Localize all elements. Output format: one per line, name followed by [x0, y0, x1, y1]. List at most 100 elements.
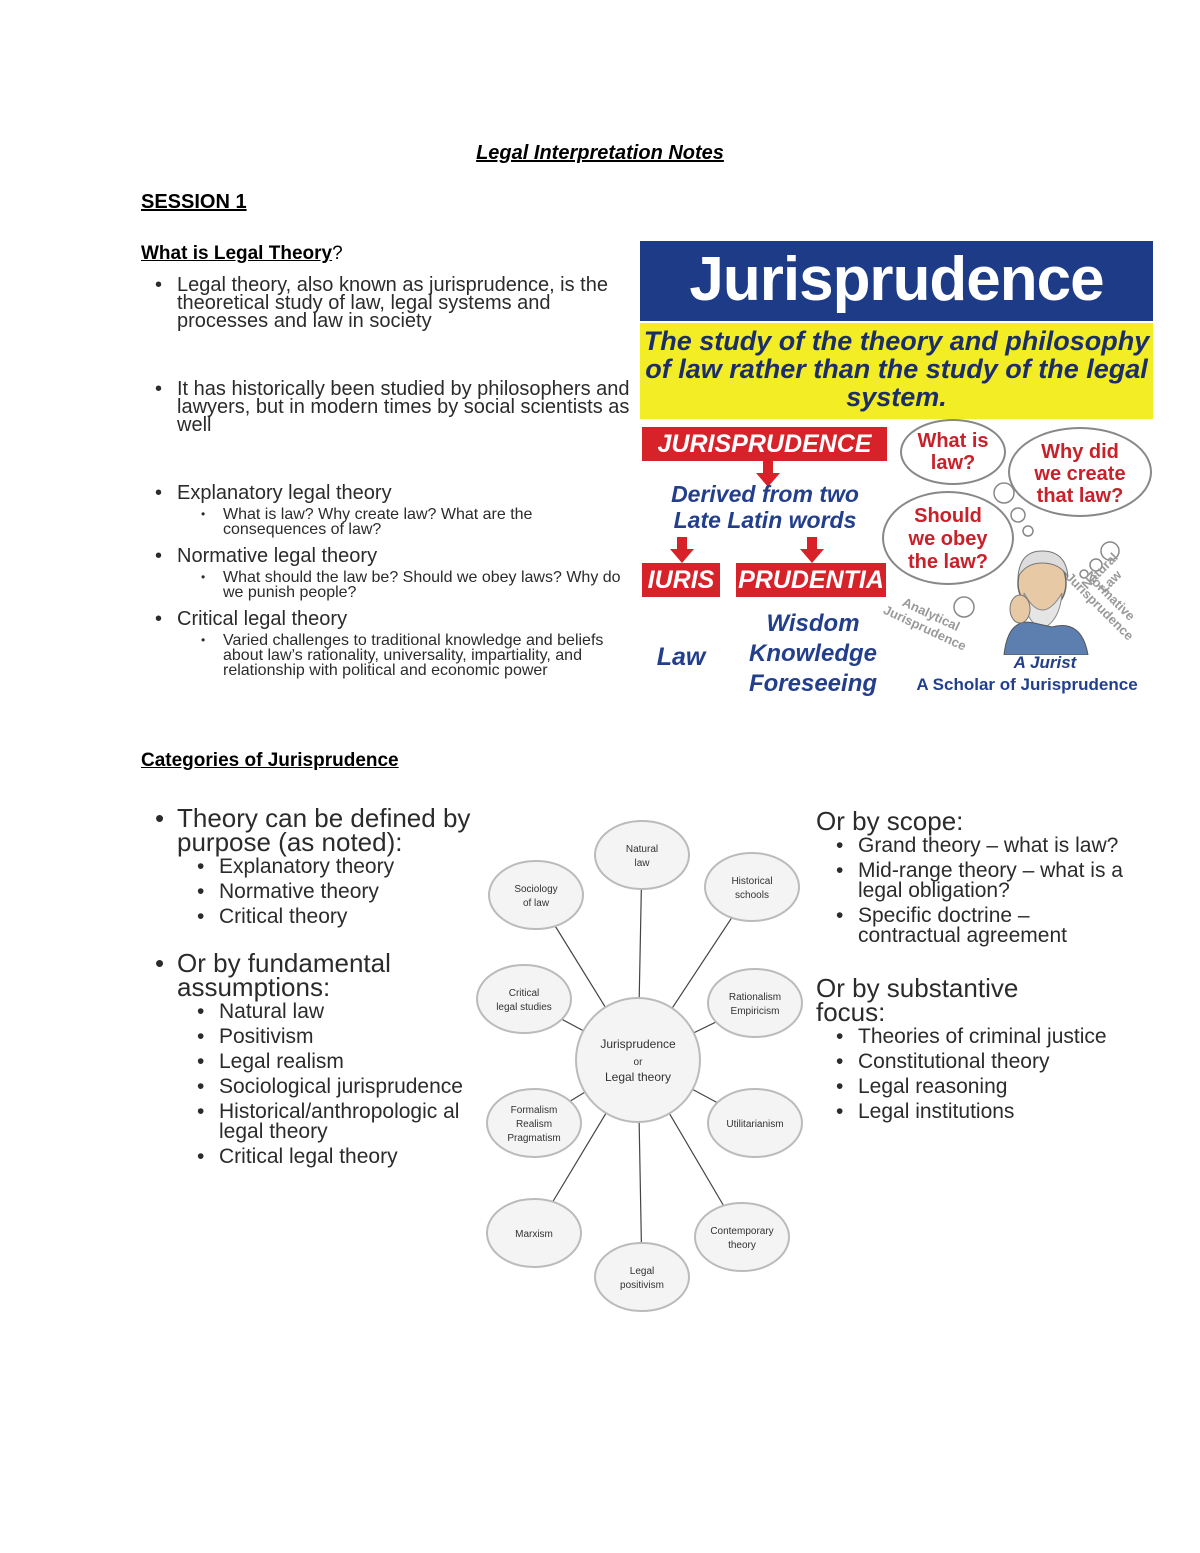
list-item: Or by fundamental assumptions: Natural l…	[155, 948, 485, 1167]
diagram-node-label: theory	[728, 1240, 756, 1251]
sub-list-item: Varied challenges to traditional knowled…	[201, 633, 635, 679]
diagram-node	[488, 860, 584, 930]
list-item: Legal theory, also known as jurisprudenc…	[155, 275, 635, 331]
sub-list-item: Historical/anthropologic al legal theory	[197, 1101, 485, 1142]
diagram-node-label: Empiricism	[731, 1006, 780, 1017]
session-heading: SESSION 1	[141, 191, 247, 213]
center-line-3: Legal theory	[605, 1070, 671, 1084]
categories-right-list: Or by scope: Grand theory – what is law?…	[816, 806, 1136, 1122]
diagram-nodes: NaturallawHistoricalschoolsRationalismEm…	[476, 820, 803, 1312]
thought-bubble-why-create: Why did we create that law?	[1008, 427, 1152, 517]
diagram-node-label: Historical	[731, 876, 772, 887]
legal-theory-heading: What is Legal Theory?	[141, 243, 343, 265]
sub-list-item: Positivism	[197, 1026, 485, 1047]
categories-left-list: Theory can be defined by purpose (as not…	[155, 803, 485, 1167]
diagram-node	[704, 852, 800, 922]
sub-list-item: Natural law	[197, 1001, 485, 1022]
sub-list: Explanatory theory Normative theory Crit…	[177, 856, 485, 927]
center-line-1: Jurisprudence	[600, 1037, 676, 1051]
prudentia-label: PRUDENTIA	[736, 563, 886, 597]
diagram-node-label: Pragmatism	[507, 1133, 560, 1144]
diagram-node-label: Legal	[630, 1266, 654, 1277]
sub-list-item: What should the law be? Should we obey l…	[201, 570, 635, 601]
definition-box	[640, 323, 1153, 419]
law-meaning: Law	[656, 643, 706, 671]
diagram-node-label: Formalism	[511, 1105, 558, 1116]
diagram-node-label: schools	[735, 890, 769, 901]
diagram-node	[707, 968, 803, 1038]
list-item: It has historically been studied by phil…	[155, 378, 635, 436]
diagram-node-label: Marxism	[515, 1229, 553, 1240]
diagram-node	[476, 964, 572, 1034]
diagram-node	[594, 1242, 690, 1312]
infographic-banner-title: Jurisprudence	[689, 245, 1104, 314]
categories-heading: Categories of Jurisprudence	[141, 750, 399, 772]
sub-list: Natural law Positivism Legal realism Soc…	[177, 1001, 485, 1167]
focus-heading: Or by substantive focus:	[816, 973, 1019, 1027]
diagram-node-label: Critical	[509, 988, 540, 999]
jurisprudence-diagram: Jurisprudence or Legal theory Naturallaw…	[476, 820, 803, 1312]
legal-theory-heading-suffix: ?	[332, 243, 343, 264]
diagram-node	[594, 820, 690, 890]
center-line-2: or	[634, 1057, 644, 1068]
document-title: Legal Interpretation Notes	[476, 142, 724, 164]
list-item: Theory can be defined by purpose (as not…	[155, 803, 485, 927]
jurisprudence-infographic: Jurisprudence The study of the theory an…	[640, 241, 1153, 703]
bullet-text: Or by fundamental assumptions:	[177, 948, 391, 1002]
diagram-node-label: Utilitarianism	[726, 1119, 783, 1130]
diagram-node-label: law	[634, 858, 650, 869]
down-arrow-icon	[800, 537, 824, 563]
sub-list-item: Critical legal theory	[197, 1146, 485, 1167]
sub-list-item: Legal reasoning	[836, 1076, 1136, 1097]
sub-list: Varied challenges to traditional knowled…	[177, 633, 635, 679]
down-arrow-icon	[756, 461, 780, 487]
sub-list-item: Sociological jurisprudence	[197, 1076, 485, 1097]
sub-list-item: Legal realism	[197, 1051, 485, 1072]
diagram-node-label: positivism	[620, 1280, 664, 1291]
diagram-center-node	[575, 997, 701, 1123]
list-item: Critical legal theory Varied challenges …	[155, 608, 635, 679]
jurist-description: A Scholar of Jurisprudence	[916, 675, 1138, 694]
sub-list: What is law? Why create law? What are th…	[177, 507, 635, 538]
legal-theory-list: Legal theory, also known as jurisprudenc…	[155, 275, 635, 679]
sub-list: Theories of criminal justice Constitutio…	[816, 1026, 1136, 1122]
bullet-text: Normative legal theory	[177, 545, 378, 567]
sub-list-item: Explanatory theory	[197, 856, 485, 877]
bullet-text: Critical legal theory	[177, 608, 348, 630]
derived-text: Derived from two Late Latin words	[671, 481, 859, 533]
sub-list-item: Theories of criminal justice	[836, 1026, 1136, 1047]
diagram-node	[486, 1088, 582, 1158]
diagram-node	[486, 1198, 582, 1268]
list-item: Normative legal theory What should the l…	[155, 545, 635, 601]
jurisprudence-label: JURISPRUDENCE	[642, 427, 887, 461]
thought-bubble-what-is-law: What is law?	[900, 419, 1006, 485]
diagram-node	[694, 1202, 790, 1272]
categories-heading-text: Categories of Jurisprudence	[141, 750, 399, 771]
sub-list: What should the law be? Should we obey l…	[177, 570, 635, 601]
diagram-node-label: legal studies	[496, 1002, 552, 1013]
diagram-node-label: Sociology	[514, 884, 557, 895]
scope-heading: Or by scope:	[816, 806, 964, 836]
diagram-node	[707, 1088, 803, 1158]
prudentia-meaning: Wisdom Knowledge Foreseeing	[748, 610, 878, 697]
jurist-label: A Jurist	[1013, 653, 1077, 672]
iuris-label: IURIS	[642, 563, 720, 597]
list-item: Explanatory legal theory What is law? Wh…	[155, 482, 635, 538]
sub-list-item: Grand theory – what is law?	[836, 835, 1136, 856]
legal-theory-heading-text: What is Legal Theory	[141, 243, 333, 264]
bullet-text: Theory can be defined by purpose (as not…	[177, 803, 471, 857]
sub-list-item: Legal institutions	[836, 1101, 1136, 1122]
thought-dots-icon	[953, 482, 1120, 618]
down-arrow-icon	[670, 537, 694, 563]
sub-list-item: Constitutional theory	[836, 1051, 1136, 1072]
sub-list-item: Specific doctrine – contractual agreemen…	[836, 905, 1136, 946]
sub-list-item: Critical theory	[197, 906, 485, 927]
diagram-node-label: Realism	[516, 1119, 552, 1130]
thought-bubble-should-obey: Should we obey the law?	[882, 491, 1014, 585]
diagram-node-label: Rationalism	[729, 992, 781, 1003]
infographic-banner	[640, 241, 1153, 321]
bullet-text: Explanatory legal theory	[177, 482, 392, 504]
bullet-text: It has historically been studied by phil…	[177, 378, 630, 436]
definition-text: The study of the theory and philosophy o…	[643, 326, 1150, 412]
sub-list-item: Mid-range theory – what is a legal oblig…	[836, 860, 1136, 901]
